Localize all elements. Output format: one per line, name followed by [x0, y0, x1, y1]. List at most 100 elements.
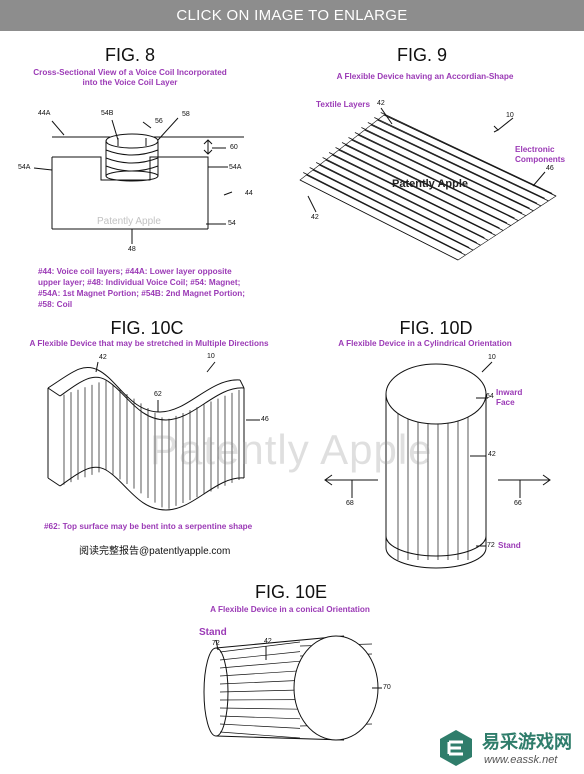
fig8-label-44: 44 — [245, 190, 253, 197]
fig10e-strip-line — [219, 689, 301, 693]
fig9-ridge-line — [377, 119, 549, 202]
fig8-note-line: #54A: 1st Magnet Portion; #54B: 2nd Magn… — [38, 289, 245, 298]
fig10d-label-10: 10 — [488, 354, 496, 361]
fig8-label-60: 60 — [230, 144, 238, 151]
fig9-ridge-line — [319, 164, 481, 246]
fig8-label-54a-left: 54A — [18, 164, 31, 171]
fig10d-title: FIG. 10D — [399, 318, 473, 338]
fig9-ridge-line — [370, 124, 542, 207]
fig9-ridge-line — [328, 152, 493, 234]
fig10d-label-68: 68 — [346, 500, 354, 507]
fig10e-label-42: 42 — [264, 638, 272, 645]
fig8-label-54b: 54B — [101, 110, 114, 117]
fig9-ridge-line — [374, 117, 545, 199]
fig8-label-54a-right: 54A — [229, 164, 242, 171]
fig9-title: FIG. 9 — [396, 45, 447, 65]
fig9-ridge-line — [341, 142, 508, 224]
fig10e-strip-line — [219, 731, 301, 739]
fig10e-strip-line — [219, 641, 301, 653]
fig9-textile-label: Textile Layers — [316, 100, 371, 109]
fig9-label-42-top: 42 — [377, 100, 385, 107]
fig8-label-58: 58 — [182, 111, 190, 118]
fig10c-label-46: 46 — [261, 416, 269, 423]
fig10c-note: #62: Top surface may be bent into a serp… — [44, 522, 253, 531]
fig10e-strip-line — [219, 707, 301, 710]
fig9-caption: A Flexible Device having an Accordian-Sh… — [336, 72, 514, 81]
fig10e-strip-line — [219, 651, 301, 661]
fig9-ridge-line — [303, 172, 462, 253]
fig10e-stand-label: Stand — [199, 627, 227, 638]
fig10e-label-72: 72 — [212, 640, 220, 647]
fig10e-title: FIG. 10E — [254, 582, 328, 602]
fig10c-label-42: 42 — [99, 354, 107, 361]
fig10e-label-70: 70 — [383, 684, 391, 691]
fig9-ridge-line — [345, 144, 511, 226]
logo-url-text: www.eassk.net — [484, 754, 558, 766]
fig10d-inward-line1: Inward — [496, 388, 523, 397]
fig10e-strip-line — [219, 680, 301, 685]
fig8-title: FIG. 8 — [104, 45, 155, 65]
fig10e-strip-line — [219, 660, 301, 669]
fig8-notes: #44: Voice coil layers; #44A: Lower laye… — [38, 266, 278, 310]
fig9-electronic-line1: Electronic — [515, 145, 555, 154]
fig8-label-54: 54 — [228, 220, 236, 227]
fig8-watermark: Patently Apple — [97, 216, 161, 227]
fig10e-strip-line — [219, 723, 301, 729]
fig9-watermark: Patently Apple — [392, 178, 468, 190]
fig9-ridge-line — [361, 127, 530, 209]
fig9-ridge-line — [348, 137, 515, 219]
fig9-electronic-line2: Components — [515, 155, 566, 164]
logo-cn-text: 易采游戏网 — [482, 732, 572, 753]
fig10d-label-72: 72 — [487, 542, 495, 549]
fig9-ridge-line — [351, 139, 519, 221]
fig9-electronic-label: Electronic Components — [515, 145, 565, 165]
fig10e-strip-line — [219, 715, 301, 720]
fig9-ridge-line — [322, 157, 485, 239]
fig8-label-44a-top: 44A — [38, 110, 51, 117]
fig8-caption-line2: into the Voice Coil Layer — [82, 78, 178, 87]
fig10c-report-link[interactable]: 阅读完整报告@patentlyapple.com — [79, 546, 231, 557]
fig9-ridge-line — [335, 147, 500, 229]
fig10d-label-66: 66 — [514, 500, 522, 507]
fig9-ridge-line — [364, 129, 534, 212]
fig9-ridge-line — [332, 154, 496, 236]
fig10c-title: FIG. 10C — [110, 318, 184, 338]
fig8-note-line: #44: Voice coil layers; #44A: Lower laye… — [38, 267, 232, 276]
fig10d-inward-line2: Face — [496, 398, 515, 407]
fig9-ridge-line — [325, 159, 489, 241]
fig9-ridge-line — [367, 122, 538, 204]
fig9-label-42-bottom: 42 — [311, 214, 319, 221]
fig10c-caption: A Flexible Device that may be stretched … — [29, 339, 269, 348]
enlarge-banner[interactable]: CLICK ON IMAGE TO ENLARGE — [0, 0, 584, 31]
fig8-caption: Cross-Sectional View of a Voice Coil Inc… — [0, 68, 260, 88]
fig10c-label-62: 62 — [154, 391, 162, 398]
fig10d-label-64: 64 — [486, 393, 494, 400]
fig10d-inward-label: Inward Face — [496, 388, 522, 408]
fig9-ridge-line — [380, 112, 553, 194]
fig10e-caption: A Flexible Device in a conical Orientati… — [210, 605, 370, 614]
fig9-ridge-line — [309, 167, 470, 248]
fig10d-stand-label: Stand — [498, 541, 521, 550]
fig9-label-46: 46 — [546, 165, 554, 172]
fig10c-label-10: 10 — [207, 353, 215, 360]
fig8-note-line: #58: Coil — [38, 300, 73, 309]
fig10d-label-42: 42 — [488, 451, 496, 458]
fig9-ridge-line — [312, 169, 474, 251]
fig10d-caption: A Flexible Device in a Cylindrical Orien… — [338, 339, 512, 348]
fig9-ridge-line — [315, 162, 478, 244]
logo-icon — [440, 730, 472, 766]
center-watermark: Patently Apple — [150, 426, 433, 473]
fig9-ridge-line — [338, 149, 504, 231]
site-logo[interactable]: 易采游戏网 www.eassk.net — [432, 722, 584, 774]
fig9-ridge-line — [357, 134, 527, 217]
fig8-label-48: 48 — [128, 246, 136, 253]
fig9-ridge-line — [354, 132, 523, 214]
fig8-caption-line1: Cross-Sectional View of a Voice Coil Inc… — [33, 68, 227, 77]
fig8-note-line: upper layer; #48: Individual Voice Coil;… — [38, 278, 241, 287]
fig9-label-10: 10 — [506, 112, 514, 119]
